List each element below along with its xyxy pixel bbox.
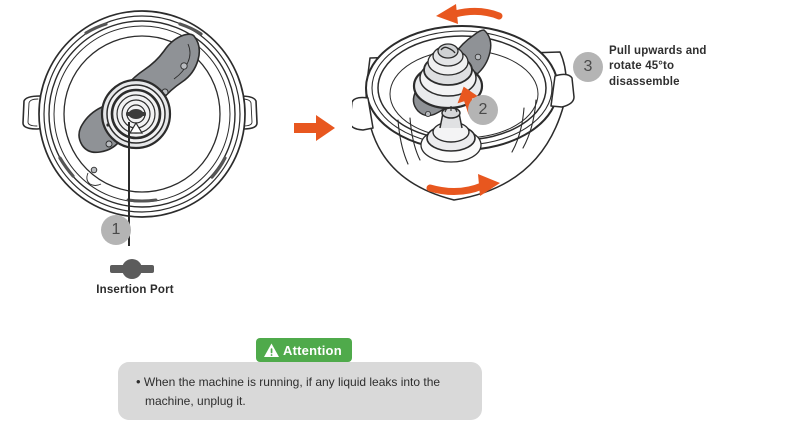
valve-stub-icon — [420, 106, 482, 163]
attention-line-2: machine, unplug it. — [136, 392, 466, 410]
step-badge-2: 2 — [468, 95, 498, 125]
attention-text-2: machine, unplug it. — [145, 393, 246, 408]
attention-body: • When the machine is running, if any li… — [118, 362, 482, 420]
attention-badge-label: Attention — [283, 342, 342, 358]
leader-line — [128, 122, 130, 246]
rotate-arrow-top — [436, 4, 503, 24]
step-badge-3: 3 — [573, 52, 603, 82]
attention-badge: Attention — [256, 338, 352, 362]
attention-bullet: • — [136, 374, 141, 389]
step-3-callout-text: Pull upwards and rotate 45°to disassembl… — [609, 44, 784, 90]
step-badge-2-number: 2 — [478, 101, 488, 118]
transition-arrow — [294, 115, 335, 141]
step-3-line-1: Pull upwards and — [609, 45, 707, 57]
insertion-port-icon — [110, 259, 154, 279]
figure-lid-top-view — [22, 10, 258, 218]
attention-text-1: When the machine is running, if any liqu… — [143, 375, 441, 389]
step-3-line-2: rotate 45°to — [609, 60, 675, 73]
handle-left-icon — [352, 96, 374, 131]
attention-line-1: • When the machine is running, if any li… — [136, 372, 466, 392]
step-badge-3-number: 3 — [583, 58, 593, 75]
step-badge-1-number: 1 — [111, 221, 121, 238]
step-3-line-3: disassemble — [609, 75, 680, 88]
handle-right-icon — [550, 73, 575, 108]
figure-pot-angled-view — [352, 4, 575, 201]
insertion-port-label: Insertion Port — [96, 284, 174, 296]
warning-triangle-icon — [264, 343, 279, 357]
step-badge-1: 1 — [101, 215, 131, 245]
insertion-port-target-icon — [126, 109, 146, 119]
leader-arrowhead-icon — [128, 121, 144, 134]
rotate-arrow-bottom — [426, 174, 500, 196]
